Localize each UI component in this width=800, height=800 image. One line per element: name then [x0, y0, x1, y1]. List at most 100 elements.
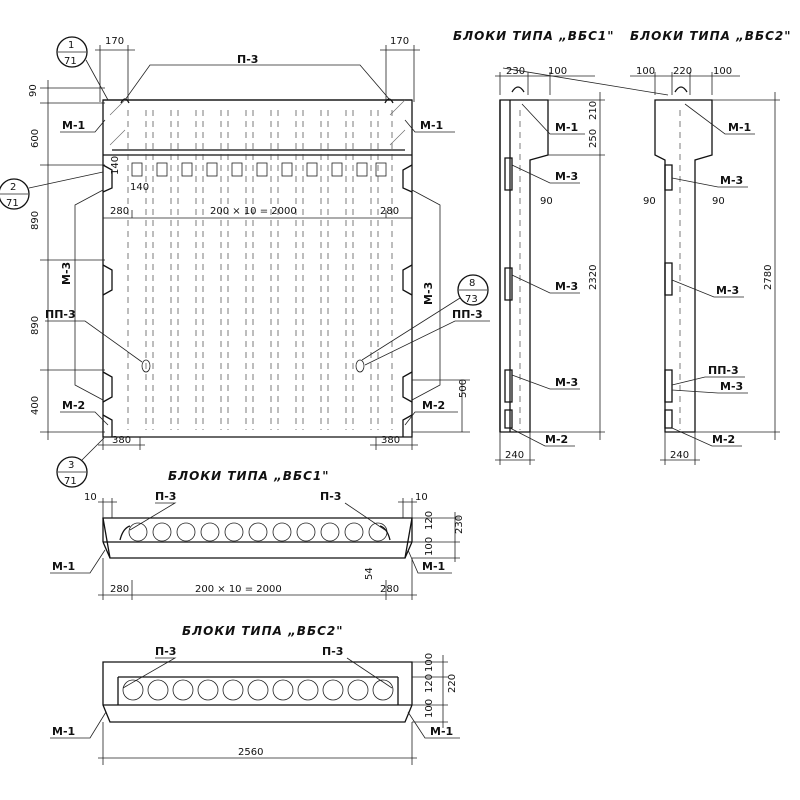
vbs2-m1: М-1 — [728, 121, 751, 134]
mark-pp3-right: ПП-3 — [452, 308, 483, 321]
dim-170-left: 170 — [105, 36, 124, 47]
plan2-dim-220: 220 — [447, 674, 458, 693]
plan1-dim-120-a: 120 — [424, 511, 435, 530]
title-vbs1-plan: БЛОКИ ТИПА „ВБС1" — [168, 469, 330, 483]
mark-pp3-left: ПП-3 — [45, 308, 76, 321]
svg-text:73: 73 — [465, 294, 478, 305]
void-lines — [127, 110, 393, 430]
plan1-dim-230: 230 — [454, 515, 465, 534]
dim-100-vbs2-a: 100 — [636, 66, 655, 77]
plan-vbs2-holes — [122, 679, 394, 701]
dim-280-left: 280 — [110, 206, 129, 217]
dim-200x10: 200 × 10 = 2000 — [210, 206, 297, 217]
dim-890-b: 890 — [30, 316, 41, 335]
right-ledge — [411, 189, 441, 401]
side-view-vbs2: 100 220 100 2780 90 90 240 М-1 М-3 М-3 П… — [630, 66, 780, 465]
title-vbs1-side: БЛОКИ ТИПА „ВБС1" — [453, 29, 615, 43]
plan1-p3-left: П-3 — [155, 490, 176, 503]
svg-text:8: 8 — [469, 278, 475, 289]
plan1-dim-280-left: 280 — [110, 584, 129, 595]
leader-p3-side — [502, 67, 669, 96]
svg-text:71: 71 — [6, 198, 19, 209]
mark-m2-right: М-2 — [422, 399, 445, 412]
vbs1-m3-a: М-3 — [555, 170, 578, 183]
plan1-dim-100: 100 — [424, 537, 435, 556]
mark-m3-right: М-3 — [422, 282, 435, 305]
dim-240-vbs1: 240 — [505, 450, 524, 461]
plan-vbs1: 10 10 П-3 П-3 120 230 100 М-1 М-1 280 20… — [50, 490, 465, 600]
dim-250-vbs1: 250 — [588, 129, 599, 148]
svg-text:71: 71 — [64, 56, 77, 67]
callout-2-71: 2 71 — [0, 171, 104, 210]
title-vbs2-side: БЛОКИ ТИПА „ВБС2" — [630, 29, 792, 43]
dim-400: 400 — [30, 396, 41, 415]
dim-140-v: 140 — [110, 156, 121, 175]
vbs1-m2: М-2 — [545, 433, 568, 446]
plan2-m1-left: М-1 — [52, 725, 75, 738]
plan1-dim-10-right: 10 — [415, 492, 428, 503]
title-vbs2-plan: БЛОКИ ТИПА „ВБС2" — [182, 624, 344, 638]
plan2-dim-2560: 2560 — [238, 747, 263, 758]
plan2-dim-100-b: 100 — [424, 699, 435, 718]
svg-text:1: 1 — [68, 40, 74, 51]
plan1-m1-right: М-1 — [422, 560, 445, 573]
mark-m1-right: М-1 — [420, 119, 443, 132]
front-dims-left: 90 600 890 890 400 — [28, 80, 105, 440]
svg-text:3: 3 — [68, 460, 74, 471]
dim-380-right: 380 — [381, 435, 400, 446]
plan2-dim-100-a: 100 — [424, 653, 435, 672]
dim-220-vbs2: 220 — [673, 66, 692, 77]
vbs1-m1: М-1 — [555, 121, 578, 134]
dim-380-left: 380 — [112, 435, 131, 446]
svg-text:2: 2 — [10, 182, 16, 193]
dim-170-right: 170 — [390, 36, 409, 47]
front-dims-bottom: 380 380 500 — [98, 379, 470, 450]
dim-2780: 2780 — [763, 265, 774, 290]
dim-210-vbs1: 210 — [588, 101, 599, 120]
dim-90-vbs1: 90 — [540, 196, 553, 207]
callout-3-71: 3 71 — [56, 437, 105, 488]
dim-600: 600 — [30, 129, 41, 148]
vbs2-pp3: ПП-3 — [708, 364, 739, 377]
front-dims-top: 170 170 П-3 — [95, 36, 420, 102]
callout-8-73: 8 73 — [361, 274, 489, 361]
plan1-dim-54: 54 — [364, 567, 375, 580]
dim-140: 140 — [130, 182, 149, 193]
vbs2-m2: М-2 — [712, 433, 735, 446]
vbs2-m3-c: М-3 — [720, 380, 743, 393]
plan2-dim-120-a: 120 — [424, 674, 435, 693]
left-ledge — [74, 189, 104, 401]
plan2-p3-right: П-3 — [322, 645, 343, 658]
plan2-p3-left: П-3 — [155, 645, 176, 658]
plan-vbs2: П-3 П-3 100 120 220 100 М-1 М-1 2560 — [50, 645, 460, 765]
front-elevation — [102, 98, 413, 438]
mark-m2-left: М-2 — [62, 399, 85, 412]
mark-m3-left: М-3 — [60, 262, 73, 285]
mark-p3-top: П-3 — [237, 53, 258, 66]
plan1-p3-right: П-3 — [320, 490, 341, 503]
dim-100-vbs2-b: 100 — [713, 66, 732, 77]
front-marks: М-1 М-1 М-3 М-3 ПП-3 ПП-3 М-2 М-2 — [45, 119, 490, 426]
mark-m1-left: М-1 — [62, 119, 85, 132]
vbs1-m3-b: М-3 — [555, 280, 578, 293]
side-view-vbs1: 230 100 210 250 2320 90 240 М-1 М-3 М-3 … — [495, 66, 669, 465]
dim-230-vbs1: 230 — [506, 66, 525, 77]
dim-100-vbs1: 100 — [548, 66, 567, 77]
front-dims-inner: 280 200 × 10 = 2000 280 140 140 — [103, 156, 412, 219]
dim-2320: 2320 — [588, 265, 599, 290]
dim-280-right: 280 — [380, 206, 399, 217]
plan1-dim-200x10: 200 × 10 = 2000 — [195, 584, 282, 595]
plan1-dim-280-right: 280 — [380, 584, 399, 595]
dim-890-a: 890 — [30, 211, 41, 230]
plan2-m1-right: М-1 — [430, 725, 453, 738]
dim-90-vbs2-b: 90 — [712, 196, 725, 207]
vbs2-m3-b: М-3 — [716, 284, 739, 297]
plan1-m1-left: М-1 — [52, 560, 75, 573]
dim-240-vbs2: 240 — [670, 450, 689, 461]
plan1-dim-10-left: 10 — [84, 492, 97, 503]
vbs2-m3-a: М-3 — [720, 174, 743, 187]
dim-90-vbs2-a: 90 — [643, 196, 656, 207]
dim-500: 500 — [458, 379, 469, 398]
plan-vbs1-holes — [128, 522, 388, 542]
